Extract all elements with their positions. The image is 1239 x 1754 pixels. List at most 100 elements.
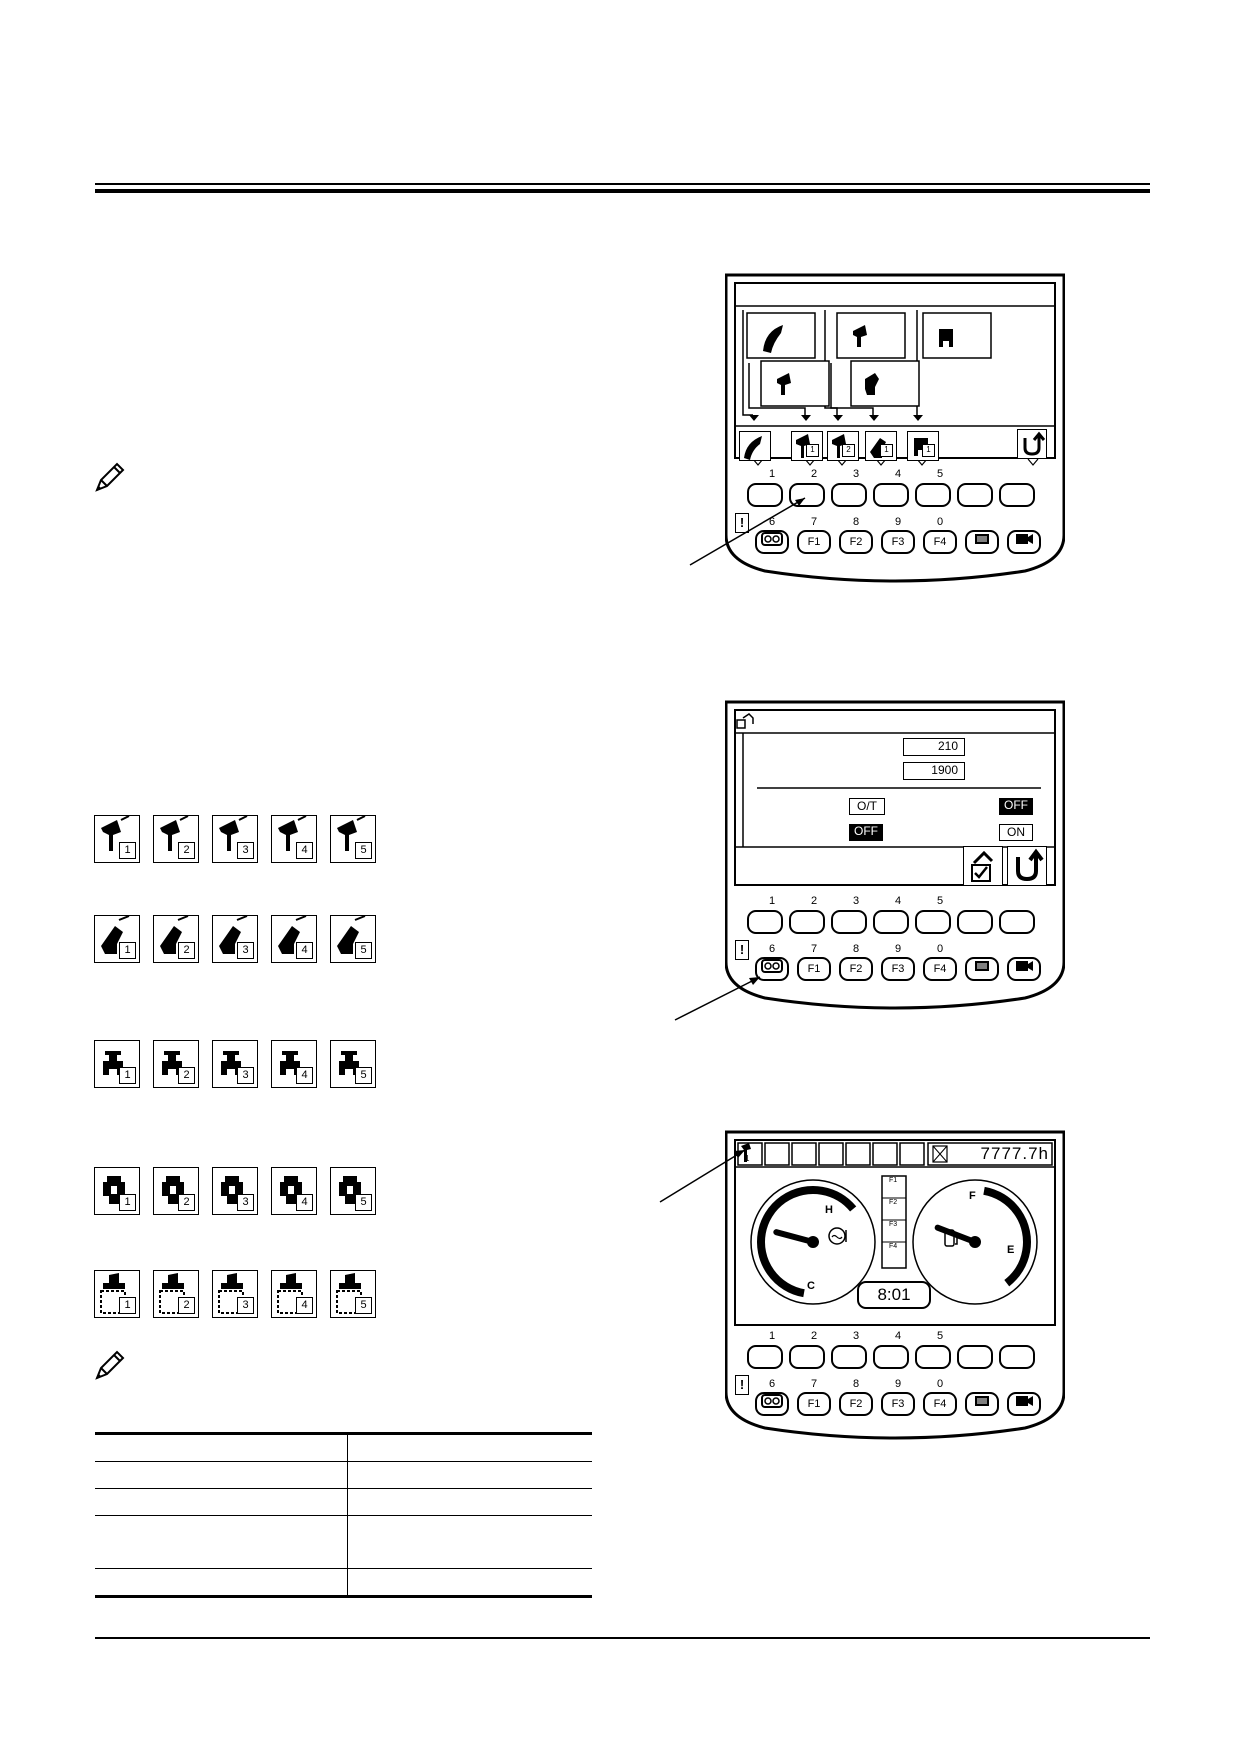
fuel-empty-label: E xyxy=(1007,1244,1015,1256)
side-key-label: F4 xyxy=(889,1243,898,1250)
table-row xyxy=(95,1432,592,1462)
key-5[interactable] xyxy=(915,1345,951,1369)
menu-key[interactable] xyxy=(965,957,999,981)
ot-tag[interactable]: O/T xyxy=(849,798,885,815)
other-attachment-mode-icon-box: 2 xyxy=(153,1270,199,1318)
crusher-mode-icon-box: 1 xyxy=(94,915,140,963)
mode-badge: 1 xyxy=(880,444,893,457)
key-1[interactable] xyxy=(747,483,783,507)
mode-number: 2 xyxy=(178,1297,195,1314)
key-5[interactable] xyxy=(915,483,951,507)
f1-key[interactable]: F1 xyxy=(797,1392,831,1416)
f4-key[interactable]: F4 xyxy=(923,957,957,981)
vibro-hammer-mode-icon-box: 1 xyxy=(94,1167,140,1215)
return-icon xyxy=(1023,431,1046,456)
key-number: 5 xyxy=(936,468,944,480)
mode-number: 5 xyxy=(355,1297,372,1314)
table-row xyxy=(95,1461,592,1489)
breaker-icon xyxy=(337,815,366,851)
return-button[interactable] xyxy=(1017,429,1047,459)
key-blank-b[interactable] xyxy=(999,1345,1035,1369)
off-tag-right[interactable]: OFF xyxy=(999,798,1033,815)
note-pencil-icon xyxy=(95,1350,125,1380)
key-number: 9 xyxy=(894,516,902,528)
key-blank-a[interactable] xyxy=(957,910,993,934)
key-blank-b[interactable] xyxy=(999,910,1035,934)
key-4[interactable] xyxy=(873,483,909,507)
key-2[interactable] xyxy=(789,1345,825,1369)
confirm-button[interactable] xyxy=(963,846,1003,886)
work-mode-key[interactable] xyxy=(755,1392,789,1416)
f4-key[interactable]: F4 xyxy=(923,530,957,554)
f2-key[interactable]: F2 xyxy=(839,957,873,981)
callout-arrow xyxy=(689,497,806,566)
key-number: 7 xyxy=(810,1378,818,1390)
mode-badge: 2 xyxy=(842,444,855,457)
return-button[interactable] xyxy=(1007,846,1047,886)
menu-key[interactable] xyxy=(965,530,999,554)
menu-key[interactable] xyxy=(965,1392,999,1416)
setting-value-2: 1900 xyxy=(903,762,965,780)
header-rule xyxy=(95,183,1150,193)
f3-key[interactable]: F3 xyxy=(881,530,915,554)
f2-key[interactable]: F2 xyxy=(839,1392,873,1416)
key-number: 3 xyxy=(852,1330,860,1342)
breaker-icon xyxy=(796,434,810,458)
vibro-hammer-icon xyxy=(339,1176,361,1204)
other-attachment-mode-icon-box: 1 xyxy=(94,1270,140,1318)
key-number: 0 xyxy=(936,1378,944,1390)
f3-key[interactable]: F3 xyxy=(881,957,915,981)
key-blank-a[interactable] xyxy=(957,1345,993,1369)
f4-key[interactable]: F4 xyxy=(923,1392,957,1416)
camera-key[interactable] xyxy=(1007,957,1041,981)
menu-list-icon xyxy=(975,534,989,544)
camera-key[interactable] xyxy=(1007,1392,1041,1416)
callout-arrow xyxy=(659,1149,746,1203)
mode-number: 5 xyxy=(355,1067,372,1084)
f2-key[interactable]: F2 xyxy=(839,530,873,554)
warning-icon: ! xyxy=(735,513,749,533)
key-blank-a[interactable] xyxy=(957,483,993,507)
vibro-hammer-icon xyxy=(103,1176,125,1204)
camera-key[interactable] xyxy=(1007,530,1041,554)
return-icon xyxy=(1016,848,1044,882)
mode-number: 2 xyxy=(178,942,195,959)
key-1[interactable] xyxy=(747,1345,783,1369)
key-number: 2 xyxy=(810,468,818,480)
key-3[interactable] xyxy=(831,910,867,934)
work-mode-icon xyxy=(761,959,783,973)
key-5[interactable] xyxy=(915,910,951,934)
key-4[interactable] xyxy=(873,910,909,934)
key-3[interactable] xyxy=(831,1345,867,1369)
key-number: 9 xyxy=(894,1378,902,1390)
key-2[interactable] xyxy=(789,910,825,934)
f1-key[interactable]: F1 xyxy=(797,957,831,981)
key-1[interactable] xyxy=(747,910,783,934)
f3-key[interactable]: F3 xyxy=(881,1392,915,1416)
breaker-mode-icon-box: 1 xyxy=(94,815,140,863)
side-key-label: F2 xyxy=(889,1199,898,1206)
monitor-panel-figure1: 1 2 1 1 1 2 3 4 5 ! 6 7 8 9 0 F1 F2 F3 xyxy=(725,273,1065,588)
key-number: 4 xyxy=(894,1330,902,1342)
off-tag-left[interactable]: OFF xyxy=(849,824,883,841)
key-4[interactable] xyxy=(873,1345,909,1369)
camera-icon xyxy=(1016,961,1033,971)
mode-number: 1 xyxy=(119,1297,136,1314)
fuel-full-label: F xyxy=(969,1190,976,1202)
breaker-mode-icon-box: 5 xyxy=(330,815,376,863)
key-blank-b[interactable] xyxy=(999,483,1035,507)
on-tag[interactable]: ON xyxy=(999,824,1033,841)
breaker-icon xyxy=(219,815,248,851)
breaker-mode-icon-box: 2 xyxy=(153,815,199,863)
work-mode-icon xyxy=(761,1394,783,1408)
key-number: 7 xyxy=(810,943,818,955)
camera-icon xyxy=(1016,1396,1033,1406)
work-mode-key[interactable] xyxy=(755,957,789,981)
key-3[interactable] xyxy=(831,483,867,507)
f1-key[interactable]: F1 xyxy=(797,530,831,554)
crusher-mode-icon-box: 2 xyxy=(153,915,199,963)
vibro-hammer-icon xyxy=(221,1176,243,1204)
work-mode-key[interactable] xyxy=(755,530,789,554)
secondary-crusher-mode-icon-box: 4 xyxy=(271,1040,317,1088)
mode-number: 2 xyxy=(178,842,195,859)
